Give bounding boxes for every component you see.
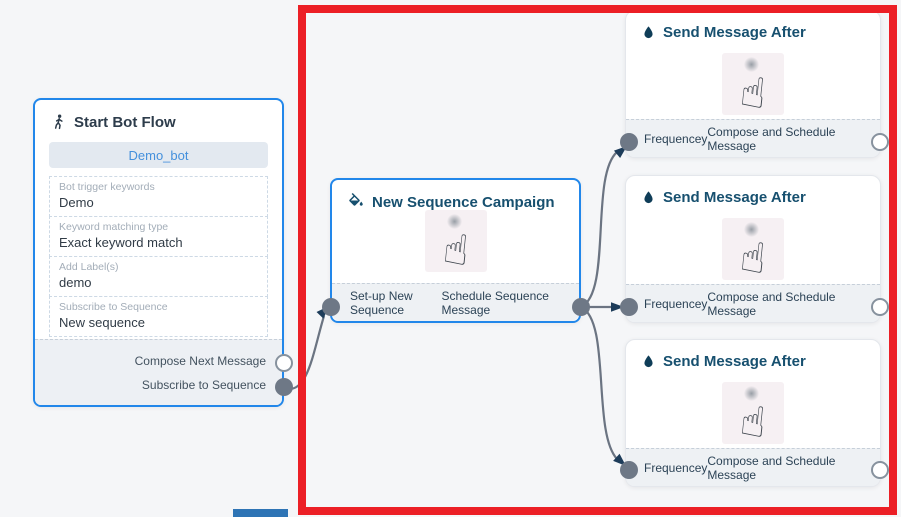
pointer-hand-icon: ☝ <box>737 395 769 448</box>
port-compose-schedule-1[interactable] <box>871 133 889 151</box>
node-start-bot-flow[interactable]: Start Bot Flow Demo_bot Bot trigger keyw… <box>33 98 284 407</box>
node-header: Send Message After <box>626 176 880 206</box>
field-label: Add Label(s) <box>59 261 119 273</box>
node-title: New Sequence Campaign <box>372 193 555 211</box>
port-compose-schedule-2[interactable] <box>871 298 889 316</box>
tap-ripple-icon <box>446 214 462 229</box>
output-subscribe-to-sequence: Subscribe to Sequence <box>141 378 266 392</box>
node-header: Send Message After <box>626 340 880 370</box>
node-new-sequence-campaign[interactable]: New Sequence Campaign ☝ Set-up New Seque… <box>330 178 581 323</box>
wire-campaign-to-send-3 <box>580 306 618 460</box>
walking-person-icon <box>54 114 63 130</box>
handle-frequencey: Frequencey <box>644 296 708 311</box>
horizontal-scrollbar-thumb[interactable] <box>233 509 288 517</box>
node-send-message-after-3[interactable]: Send Message After ☝ Frequencey Compose … <box>625 339 881 487</box>
field-value: New sequence <box>59 315 145 330</box>
node-title: Start Bot Flow <box>74 113 176 131</box>
handle-set-up-new-sequence: Set-up New Sequence <box>350 288 413 317</box>
handle-frequencey: Frequencey <box>644 460 708 475</box>
port-compose-schedule-3[interactable] <box>871 461 889 479</box>
click-hand-icon[interactable]: ☝ <box>722 382 784 448</box>
node-title: Send Message After <box>663 24 806 41</box>
field-add-labels[interactable]: Add Label(s) demo <box>49 256 268 297</box>
click-hand-icon[interactable]: ☝ <box>424 210 487 276</box>
field-label: Subscribe to Sequence <box>59 301 168 313</box>
port-subscribe-to-sequence[interactable] <box>275 378 293 396</box>
bot-name-button[interactable]: Demo_bot <box>49 142 268 168</box>
handle-frequencey: Frequencey <box>644 131 708 146</box>
port-frequencey-3[interactable] <box>620 461 638 479</box>
water-drop-icon <box>644 355 653 368</box>
field-subscribe-to-sequence[interactable]: Subscribe to Sequence New sequence <box>49 296 268 337</box>
handle-compose-and-schedule-message: Compose and Schedule Message <box>707 124 836 153</box>
node-handle-footer: Frequencey Compose and Schedule Message <box>626 448 880 486</box>
port-compose-next-message[interactable] <box>275 354 293 372</box>
water-drop-icon <box>644 26 653 39</box>
click-hand-icon[interactable]: ☝ <box>722 53 784 119</box>
node-header: New Sequence Campaign <box>332 180 579 211</box>
node-title: Send Message After <box>663 353 806 370</box>
pointer-hand-icon: ☝ <box>737 66 769 119</box>
click-hand-icon[interactable]: ☝ <box>722 218 784 284</box>
water-drop-icon <box>644 191 653 204</box>
port-campaign-input[interactable] <box>322 298 340 316</box>
field-value: demo <box>59 275 92 290</box>
tap-ripple-icon <box>744 222 759 237</box>
handle-compose-and-schedule-message: Compose and Schedule Message <box>707 289 836 318</box>
field-label: Bot trigger keywords <box>59 181 155 193</box>
node-send-message-after-2[interactable]: Send Message After ☝ Frequencey Compose … <box>625 175 881 323</box>
tap-ripple-icon <box>744 386 759 401</box>
field-value: Demo <box>59 195 94 210</box>
tap-ripple-icon <box>744 57 759 72</box>
output-compose-next-message: Compose Next Message <box>134 354 266 368</box>
node-handle-footer: Frequencey Compose and Schedule Message <box>626 119 880 157</box>
pointer-hand-icon: ☝ <box>737 231 769 284</box>
node-handle-footer: Set-up New Sequence Schedule Sequence Me… <box>332 283 579 321</box>
node-handle-footer: Frequencey Compose and Schedule Message <box>626 284 880 322</box>
node-output-footer: Compose Next Message Subscribe to Sequen… <box>35 339 282 405</box>
paint-bucket-icon <box>349 193 363 206</box>
handle-compose-and-schedule-message: Compose and Schedule Message <box>707 453 836 482</box>
node-send-message-after-1[interactable]: Send Message After ☝ Frequencey Compose … <box>625 10 881 158</box>
field-list: Bot trigger keywords Demo Keyword matchi… <box>49 176 268 337</box>
handle-schedule-sequence-message: Schedule Sequence Message <box>441 288 549 317</box>
field-bot-trigger-keywords[interactable]: Bot trigger keywords Demo <box>49 176 268 217</box>
wire-start-to-campaign <box>283 315 326 391</box>
field-label: Keyword matching type <box>59 221 169 233</box>
port-frequencey-2[interactable] <box>620 298 638 316</box>
port-campaign-output[interactable] <box>572 298 590 316</box>
node-header: Start Bot Flow <box>35 100 282 131</box>
node-title: Send Message After <box>663 189 806 206</box>
node-header: Send Message After <box>626 11 880 41</box>
wire-campaign-to-send-1 <box>580 151 618 309</box>
pointer-hand-icon: ☝ <box>440 223 471 276</box>
field-value: Exact keyword match <box>59 235 183 250</box>
field-keyword-matching-type[interactable]: Keyword matching type Exact keyword matc… <box>49 216 268 257</box>
port-frequencey-1[interactable] <box>620 133 638 151</box>
